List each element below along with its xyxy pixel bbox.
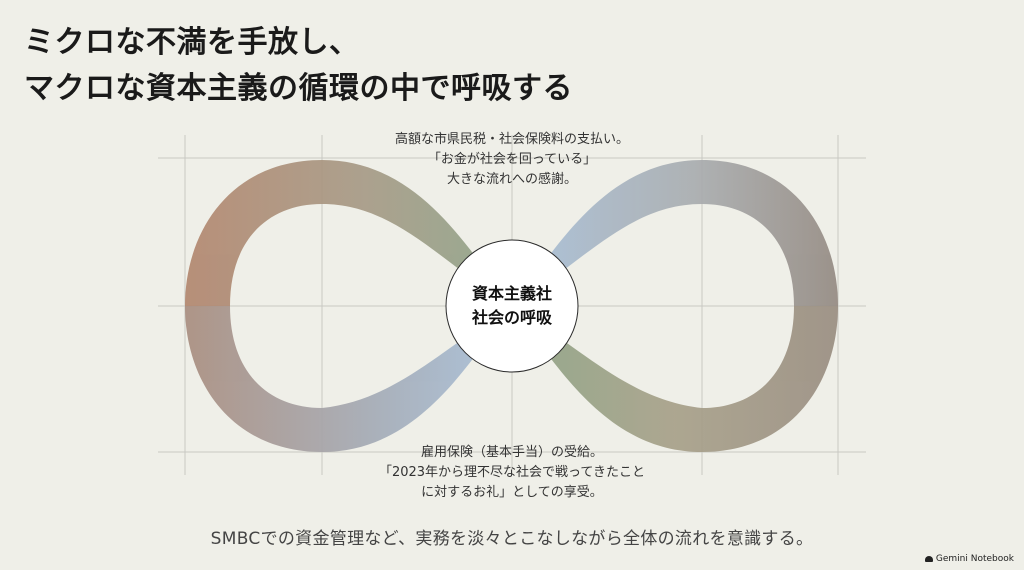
brand-watermark: Gemini Notebook: [924, 554, 1014, 564]
top-annotation-line-2: 「お金が社会を回っている」: [427, 152, 597, 167]
bottom-annotation-line-3: に対するお礼」としての享受。: [421, 485, 603, 500]
ribbon-right-upper: [512, 160, 838, 306]
bottom-annotation: 雇用保険（基本手当）の受給。 「2023年から理不尽な社会で戦ってきたこと に対…: [379, 443, 645, 503]
top-annotation-line-3: 大きな流れへの感謝。: [446, 172, 578, 187]
footer-caption: SMBCでの資金管理など、実務を淡々とこなしながら全体の流れを意識する。: [210, 529, 814, 549]
top-annotation-line-1: 高額な市県民税・社会保険料の支払い。: [394, 132, 630, 147]
title-line-1: ミクロな不満を手放し、: [24, 25, 360, 60]
center-circle: [445, 239, 579, 373]
center-label-line-2: 社会の呼吸: [471, 308, 553, 327]
ribbon-left-upper: [185, 160, 512, 306]
page-title: ミクロな不満を手放し、 マクロな資本主義の循環の中で呼吸する: [24, 20, 573, 112]
ribbon-left-lower: [185, 306, 512, 452]
ribbon-right-lower: [512, 306, 838, 452]
bottom-annotation-line-2: 「2023年から理不尽な社会で戦ってきたこと: [378, 465, 646, 480]
title-line-2: マクロな資本主義の循環の中で呼吸する: [24, 71, 573, 106]
center-label-line-1: 資本主義社: [471, 284, 553, 303]
brand-label: Gemini Notebook: [935, 554, 1014, 564]
top-annotation: 高額な市県民税・社会保険料の支払い。 「お金が社会を回っている」 大きな流れへの…: [395, 130, 629, 190]
bottom-annotation-line-1: 雇用保険（基本手当）の受給。: [420, 445, 604, 460]
notebook-icon: [924, 556, 933, 562]
infinity-ribbon: [185, 160, 838, 452]
center-label: 資本主義社 社会の呼吸: [472, 282, 552, 330]
